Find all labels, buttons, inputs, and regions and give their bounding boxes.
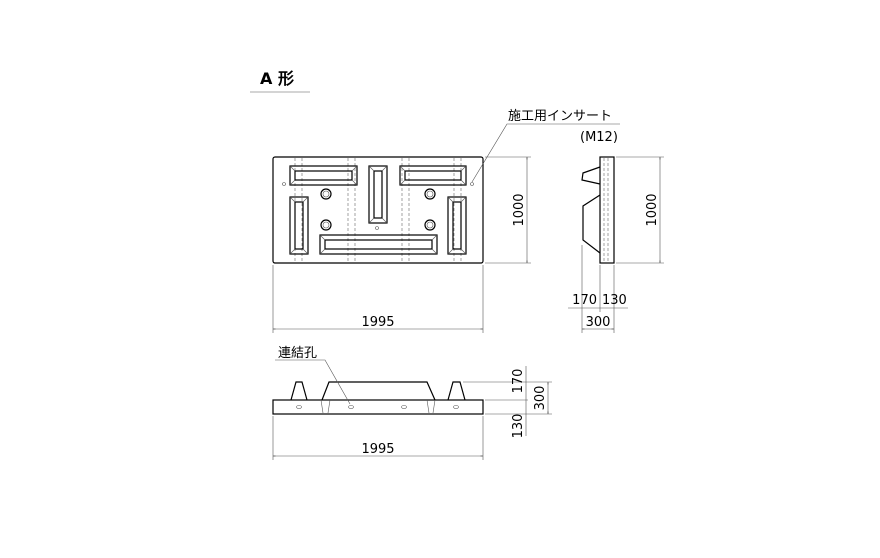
rib xyxy=(319,234,326,241)
side-rib-upper xyxy=(581,166,601,185)
rib xyxy=(289,165,358,186)
front-plate-value: 130 xyxy=(511,414,526,439)
rib xyxy=(294,201,304,250)
small-holes xyxy=(282,182,474,230)
rib xyxy=(431,234,438,241)
rib xyxy=(302,196,309,203)
plan-height-value: 1000 xyxy=(512,193,527,226)
rib xyxy=(294,170,353,181)
rib xyxy=(399,179,406,186)
side-total-value: 300 xyxy=(586,315,611,330)
plan-plate xyxy=(272,156,484,264)
rib xyxy=(447,196,454,203)
plan-view: 施工用インサート (M12) 1000 1995 xyxy=(272,109,620,333)
insert-leader xyxy=(471,123,620,183)
rib xyxy=(404,170,462,181)
rib xyxy=(368,217,375,224)
ribs xyxy=(289,165,467,255)
rib xyxy=(447,196,467,255)
side-height-value: 1000 xyxy=(645,193,660,226)
rib xyxy=(373,170,383,219)
connection-holes xyxy=(296,405,459,409)
rib xyxy=(399,165,406,172)
rib xyxy=(447,248,454,255)
rib xyxy=(368,165,375,172)
rib xyxy=(289,196,296,203)
rib xyxy=(381,217,388,224)
connection-hole-leader xyxy=(275,359,351,405)
insert-rings xyxy=(320,188,436,231)
rib xyxy=(289,196,309,255)
front-plate xyxy=(272,399,484,415)
plan-width-value: 1995 xyxy=(361,315,394,330)
front-rib-center xyxy=(321,381,436,401)
insert-label: 施工用インサート xyxy=(508,109,612,124)
rib xyxy=(289,165,296,172)
rib xyxy=(319,248,326,255)
rib xyxy=(351,179,358,186)
rib xyxy=(399,165,467,186)
rib xyxy=(460,165,467,172)
front-rib-value: 170 xyxy=(511,369,526,394)
rib xyxy=(460,196,467,203)
rib xyxy=(319,234,438,255)
side-view: 1000 170 130 300 xyxy=(568,156,664,333)
rib xyxy=(381,165,388,172)
front-total-value: 300 xyxy=(533,386,548,411)
side-rib-lower xyxy=(582,194,601,254)
front-rib-right xyxy=(447,381,466,401)
rib xyxy=(452,201,462,250)
side-plate-value: 130 xyxy=(602,293,627,308)
front-width-value: 1995 xyxy=(361,442,394,457)
side-rib-value: 170 xyxy=(572,293,597,308)
rib xyxy=(289,179,296,186)
drawing-title: A 形 xyxy=(260,69,294,88)
side-plate xyxy=(599,156,615,264)
rib xyxy=(289,248,296,255)
rib xyxy=(324,239,433,250)
rib xyxy=(351,165,358,172)
rib xyxy=(368,165,388,224)
front-view: 連結孔 170 130 300 1995 xyxy=(272,346,552,460)
connection-hole-label: 連結孔 xyxy=(278,346,317,361)
insert-spec-label: (M12) xyxy=(580,130,618,145)
rib xyxy=(460,248,467,255)
rib xyxy=(460,179,467,186)
rib xyxy=(302,248,309,255)
rib xyxy=(431,248,438,255)
front-rib-left xyxy=(290,381,308,401)
